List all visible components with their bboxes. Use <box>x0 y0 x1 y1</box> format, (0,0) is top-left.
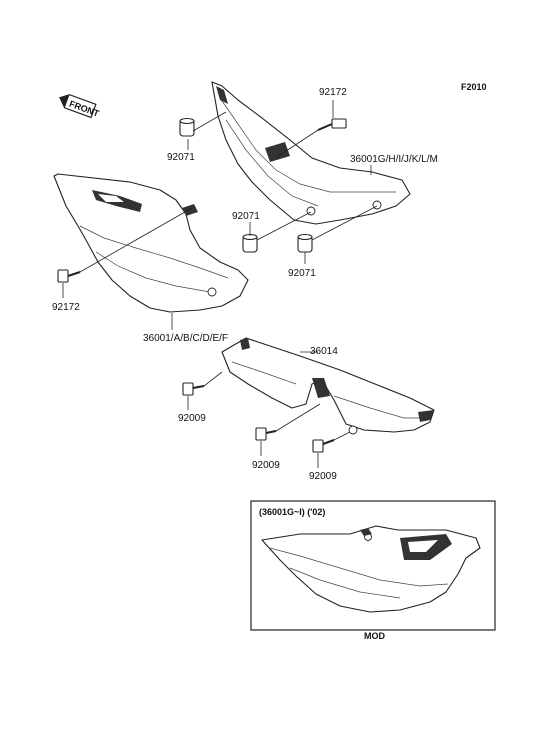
label-damper-mid: 92071 <box>232 211 260 222</box>
inset-title: (36001G~I) ('02) <box>259 507 325 517</box>
label-bolt-left: 92172 <box>52 302 80 313</box>
front-arrow-icon: FRONT <box>59 94 101 119</box>
label-damper-mid-low: 92071 <box>288 268 316 279</box>
bolt-cc-2-icon <box>255 427 277 441</box>
label-bolt-cc-3: 92009 <box>309 471 337 482</box>
label-cover-right: 36001G/H/I/J/K/L/M <box>350 154 438 165</box>
chain-cover <box>221 337 435 433</box>
bolt-cc-3-icon <box>312 425 358 453</box>
label-bolt-cc-2: 92009 <box>252 460 280 471</box>
inset-footer: MOD <box>364 631 385 641</box>
bolt-left-icon <box>57 269 81 283</box>
side-cover-right <box>211 81 411 225</box>
label-cover-left: 36001/A/B/C/D/E/F <box>143 333 228 344</box>
grommet-mid <box>242 233 258 253</box>
inset-box: (36001G~I) ('02) MOD <box>250 500 496 641</box>
leader-lines <box>62 100 378 468</box>
figure-code: F2010 <box>461 82 487 92</box>
grommet-mid-low <box>297 233 313 253</box>
label-bolt-cc-1: 92009 <box>178 413 206 424</box>
side-cover-left <box>53 173 249 313</box>
bolt-cc-1-icon <box>182 382 205 396</box>
inset-side-cover <box>261 525 481 613</box>
label-bolt-top: 92172 <box>319 87 347 98</box>
label-damper-top-left: 92071 <box>167 152 195 163</box>
grommet-top-left <box>179 117 195 137</box>
label-chain-cover: 36014 <box>310 346 338 357</box>
bolt-top-icon <box>317 118 347 131</box>
